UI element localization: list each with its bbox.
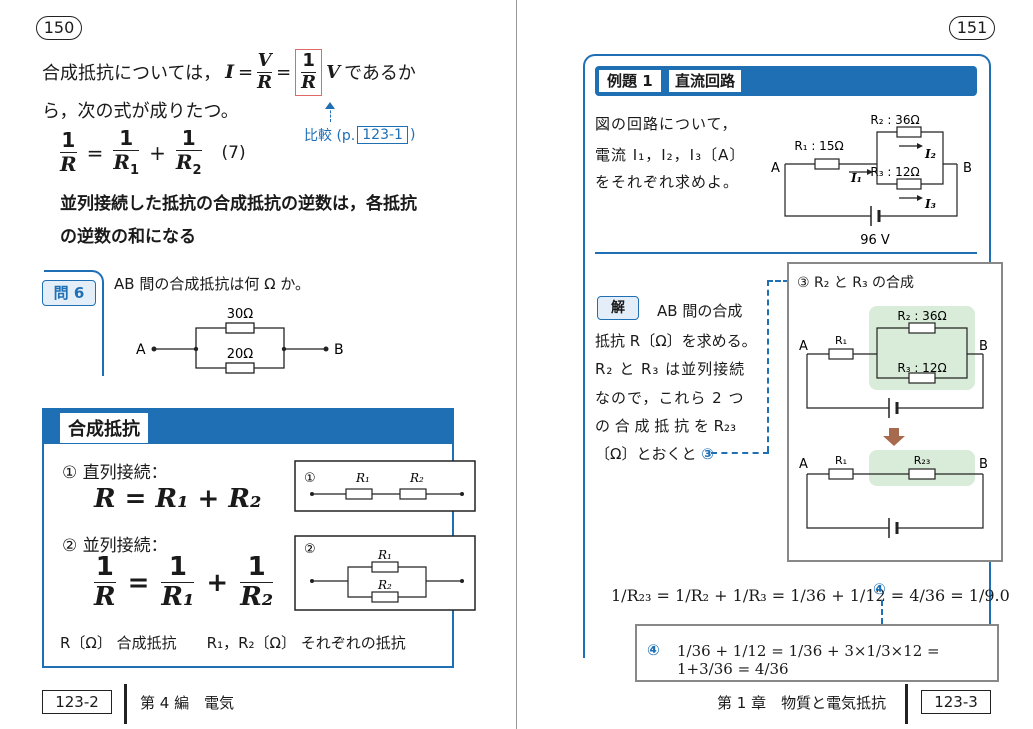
problem-line-1: 図の回路について， bbox=[595, 115, 738, 133]
formula-i: I bbox=[225, 61, 234, 84]
page-number-left: 150 bbox=[36, 16, 82, 40]
svg-text:A: A bbox=[771, 161, 780, 176]
series-circle-num: ① bbox=[304, 471, 316, 486]
solution-line-3: R₂ と R₃ は並列接続 bbox=[595, 360, 746, 378]
solution-tag: 解 bbox=[597, 296, 639, 320]
svg-text:R₂₃: R₂₃ bbox=[914, 454, 930, 467]
parallel-diagram: ② R₁ R₂ bbox=[294, 535, 476, 611]
problem-circuit: R₂ : 36Ω R₁ : 15Ω R₃ : 12Ω A B 96 V I₁ I… bbox=[771, 113, 972, 248]
q6-label-b: B bbox=[334, 342, 344, 358]
svg-text:B: B bbox=[979, 457, 988, 472]
intro-text-pre: 合成抵抗については， bbox=[42, 63, 222, 85]
combination-circuit: R₂ : 36Ω R₃ : 12Ω A B R₁ A B R₁ R₂₃ bbox=[799, 306, 988, 538]
main-equation: 1/R₂₃ = 1/R₂ + 1/R₃ = 1/36 + 1/12 = 4/36… bbox=[611, 586, 1010, 605]
q6-text: AB 間の合成抵抗は何 Ω か。 bbox=[114, 275, 311, 293]
intro-text-post: であるか bbox=[344, 63, 416, 85]
problem-line-3: をそれぞれ求めよ。 bbox=[595, 173, 740, 191]
q6-r-top-label: 30Ω bbox=[227, 307, 254, 322]
calc-box-label: ④ bbox=[647, 641, 660, 659]
right-page: 151 例題 1 直流回路 図の回路について， 電流 I₁，I₂，I₃〔A〕 を… bbox=[517, 0, 1033, 729]
ref3-dashed-v bbox=[767, 280, 769, 452]
summary-title: 合成抵抗 bbox=[60, 413, 148, 443]
solution-line-6: 〔Ω〕とおくと ③ bbox=[595, 445, 714, 463]
bold-statement-2: の逆数の和になる bbox=[60, 227, 196, 247]
parallel-circle-num: ② bbox=[304, 542, 316, 557]
page-number-right: 151 bbox=[949, 16, 995, 40]
calc-box-equation: 1/36 + 1/12 = 1/36 + 3×1/3×12 = 1+3/36 =… bbox=[677, 642, 940, 678]
svg-text:R₁: R₁ bbox=[835, 334, 847, 347]
solution-line-5: の 合 成 抵 抗 を R₂₃ bbox=[595, 417, 737, 435]
svg-text:I₃: I₃ bbox=[924, 197, 936, 211]
problem-line-2: 電流 I₁，I₂，I₃〔A〕 bbox=[595, 146, 746, 164]
svg-text:I₂: I₂ bbox=[924, 147, 936, 161]
svg-text:I₁: I₁ bbox=[850, 171, 862, 185]
svg-text:R₁: R₁ bbox=[355, 471, 370, 485]
svg-text:R₃ : 12Ω: R₃ : 12Ω bbox=[870, 165, 919, 179]
down-arrow-icon bbox=[889, 428, 899, 436]
svg-text:B: B bbox=[963, 161, 972, 176]
parallel-label: ② 並列接続： bbox=[62, 536, 168, 556]
left-page: 150 合成抵抗については， I = V R = 1 R V であるか ら，次の… bbox=[0, 0, 516, 729]
footer-text-right: 第 1 章 物質と電気抵抗 bbox=[717, 694, 887, 712]
compare-arrow bbox=[330, 106, 331, 122]
calc-box: ④ 1/36 + 1/12 = 1/36 + 3×1/3×12 = 1+3/36… bbox=[635, 624, 999, 682]
solution-line-1: AB 間の合成 bbox=[657, 302, 743, 320]
equation-number: (7) bbox=[221, 142, 246, 163]
svg-text:R₁ : 15Ω: R₁ : 15Ω bbox=[794, 139, 843, 153]
combination-title: ③ R₂ と R₃ の合成 bbox=[797, 275, 915, 291]
svg-text:B: B bbox=[979, 339, 988, 354]
legend-text: R〔Ω〕 合成抵抗 R₁，R₂〔Ω〕 それぞれの抵抗 bbox=[60, 634, 406, 652]
svg-text:A: A bbox=[799, 339, 808, 354]
q6-tag: 問 6 bbox=[42, 280, 96, 306]
series-label: ① 直列接続： bbox=[62, 463, 168, 483]
intro-line-1: 合成抵抗については， I = V R = 1 R V であるか bbox=[42, 49, 416, 96]
example-divider bbox=[595, 252, 977, 254]
example-tag: 例題 1 bbox=[599, 70, 661, 92]
example-title: 直流回路 bbox=[669, 70, 742, 92]
intro-line-2: ら，次の式が成りたつ。 bbox=[42, 101, 239, 122]
svg-text:R₂: R₂ bbox=[377, 578, 392, 592]
svg-text:R₁: R₁ bbox=[377, 548, 392, 562]
q6-resistor-top bbox=[225, 322, 255, 334]
frac-one-over-r-highlight: 1 R bbox=[295, 49, 323, 96]
svg-text:R₂ : 36Ω: R₂ : 36Ω bbox=[870, 113, 919, 127]
main-equation-ref-4[interactable]: ④ bbox=[873, 580, 886, 598]
formula-v: V bbox=[326, 61, 341, 83]
footer-ref-right: 123-3 bbox=[921, 690, 991, 714]
q6-r-bottom-label: 20Ω bbox=[227, 347, 254, 362]
frac-v-over-r: V R bbox=[257, 50, 273, 93]
footer-divider-left bbox=[124, 684, 127, 724]
svg-text:A: A bbox=[799, 457, 808, 472]
solution-line-2: 抵抗 R〔Ω〕を求める。 bbox=[595, 332, 757, 350]
svg-text:R₁: R₁ bbox=[835, 454, 847, 467]
ref4-dashed bbox=[881, 600, 883, 624]
series-diagram: ① R₁ R₂ bbox=[294, 460, 476, 512]
footer-divider-right bbox=[905, 684, 908, 724]
q6-label-a: A bbox=[136, 342, 146, 358]
combination-box: ③ R₂ と R₃ の合成 R₂ : 36Ω R₃ : 12Ω A B R₁ bbox=[787, 262, 1003, 562]
footer-ref-left: 123-2 bbox=[42, 690, 112, 714]
footer-text-left: 第 4 編 電気 bbox=[140, 694, 235, 712]
solution-line-4: なので，これら 2 つ bbox=[595, 389, 745, 407]
compare-ref-box: 123-1 bbox=[357, 126, 408, 144]
page-gutter bbox=[516, 0, 517, 729]
ref3-dashed-top bbox=[767, 280, 789, 282]
svg-text:R₃ : 12Ω: R₃ : 12Ω bbox=[897, 361, 946, 375]
svg-text:96 V: 96 V bbox=[860, 233, 890, 248]
svg-text:R₂ : 36Ω: R₂ : 36Ω bbox=[897, 309, 946, 323]
solution-ref-3[interactable]: ③ bbox=[701, 445, 714, 463]
q6-resistor-bottom bbox=[225, 362, 255, 374]
compare-note[interactable]: 比較 (p. 123-1 ) bbox=[304, 126, 416, 144]
q6-bracket bbox=[44, 270, 104, 376]
bold-statement-1: 並列接続した抵抗の合成抵抗の逆数は，各抵抗 bbox=[60, 194, 417, 214]
ref3-dashed-h bbox=[711, 452, 769, 454]
compare-arrow-head-icon bbox=[325, 102, 335, 109]
series-formula: R = R₁ + R₂ bbox=[94, 484, 262, 514]
svg-text:R₂: R₂ bbox=[409, 471, 424, 485]
q6-circuit: 30Ω 20Ω A B bbox=[136, 307, 344, 374]
